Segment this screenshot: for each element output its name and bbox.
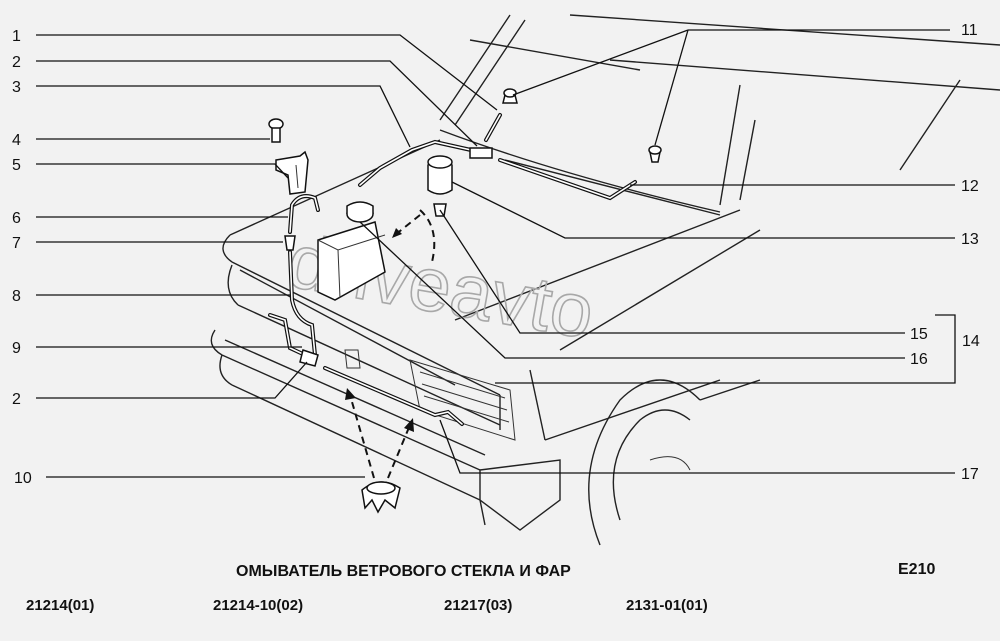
callout-13: 13 — [961, 231, 979, 248]
callout-3: 3 — [12, 79, 21, 96]
vehicle-sketch — [210, 14, 1000, 546]
washer-parts — [268, 88, 662, 514]
callout-17: 17 — [961, 466, 979, 483]
callout-4: 4 — [12, 132, 21, 149]
callout-6: 6 — [12, 210, 21, 227]
callout-16: 16 — [910, 351, 928, 368]
model-code-2: 21214-10(02) — [213, 597, 303, 614]
model-code-1: 21214(01) — [26, 597, 94, 614]
model-code-3: 21217(03) — [444, 597, 512, 614]
callout-10: 10 — [14, 470, 32, 487]
callout-2-top: 2 — [12, 54, 21, 71]
figure-code: E210 — [898, 561, 935, 578]
callout-5: 5 — [12, 157, 21, 174]
model-code-4: 2131-01(01) — [626, 597, 708, 614]
callout-14: 14 — [962, 333, 980, 350]
diagram-title: ОМЫВАТЕЛЬ ВЕТРОВОГО СТЕКЛА И ФАР — [236, 563, 571, 580]
callout-8: 8 — [12, 288, 21, 305]
callout-labels: 1 2 3 4 5 6 7 8 9 2 10 11 12 13 15 16 14… — [12, 22, 980, 487]
callout-2-bottom: 2 — [12, 391, 21, 408]
leader-lines — [36, 29, 956, 478]
callout-11: 11 — [961, 22, 978, 39]
callout-9: 9 — [12, 340, 21, 357]
callout-15: 15 — [910, 326, 928, 343]
callout-7: 7 — [12, 235, 21, 252]
callout-12: 12 — [961, 178, 979, 195]
callout-1: 1 — [12, 28, 21, 45]
